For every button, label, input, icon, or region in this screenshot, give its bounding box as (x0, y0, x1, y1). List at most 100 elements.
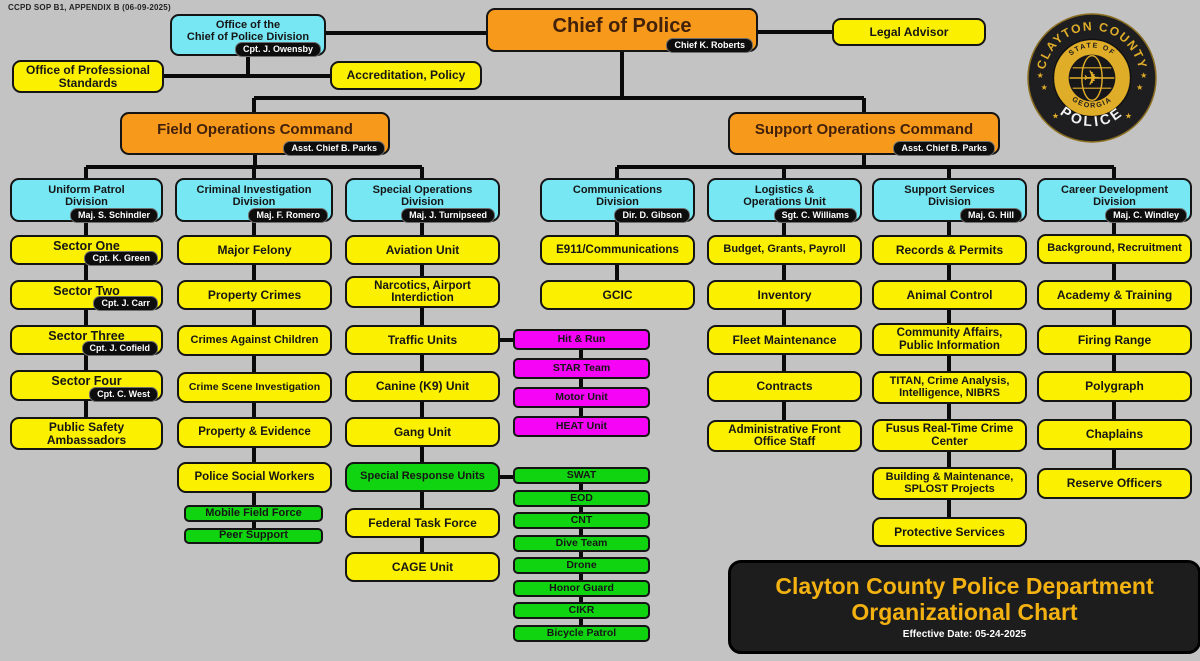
reserve-officers: Reserve Officers (1037, 468, 1192, 499)
peer-support: Peer Support (184, 528, 323, 544)
label-line: Motor Unit (555, 390, 608, 403)
criminal-investigation-division-badge: Maj. F. Romero (248, 207, 328, 223)
label-line: Special Operations (372, 183, 473, 196)
label-line: Center (931, 435, 968, 448)
honor-guard: Honor Guard (513, 580, 650, 597)
label-line: Drone (566, 558, 597, 571)
cage-unit: CAGE Unit (345, 552, 500, 582)
label-line: Special Response Units (360, 470, 485, 483)
chaplains: Chaplains (1037, 419, 1192, 450)
inventory: Inventory (707, 280, 862, 310)
label-line: Protective Services (894, 524, 1005, 539)
label-line: Public Safety (48, 419, 125, 434)
label-line: Intelligence, NIBRS (899, 386, 1000, 399)
label-line: Legal Advisor (869, 24, 949, 39)
label-line: Uniform Patrol (48, 183, 125, 196)
protective-services: Protective Services (872, 517, 1027, 547)
background-recruitment: Background, Recruitment (1037, 234, 1192, 264)
label-line: E911/Communications (556, 243, 679, 256)
sector-three-badge: Cpt. J. Cofield (81, 340, 158, 356)
label-line: Animal Control (906, 287, 993, 302)
svg-text:★: ★ (1136, 83, 1143, 92)
label-line: Office of Professional (25, 62, 151, 77)
titan-crime-analysis-intelligence-nibrs: TITAN, Crime Analysis,Intelligence, NIBR… (872, 371, 1027, 404)
crimes-against-children: Crimes Against Children (177, 325, 332, 356)
label-line: Division (232, 195, 276, 208)
chief-of-police-badge: Chief K. Roberts (666, 37, 753, 53)
label-line: Support Operations Command (754, 120, 974, 138)
label-line: Fusus Real-Time Crime (885, 423, 1014, 436)
chart-title-line1: Clayton County Police Department (775, 572, 1154, 599)
support-services-division-badge: Maj. G. Hill (959, 207, 1022, 223)
property-crimes: Property Crimes (177, 280, 332, 310)
label-line: SWAT (566, 468, 597, 481)
sector-one-badge: Cpt. K. Green (84, 250, 158, 266)
chart-title-box: Clayton County Police Department Organiz… (728, 560, 1200, 654)
police-social-workers: Police Social Workers (177, 462, 332, 493)
crime-scene-investigation: Crime Scene Investigation (177, 372, 332, 403)
svg-text:★: ★ (1037, 71, 1044, 80)
label-line: Accreditation, Policy (346, 68, 466, 83)
label-line: Operations Unit (743, 195, 826, 208)
gang-unit: Gang Unit (345, 417, 500, 447)
label-line: Division (928, 195, 971, 208)
label-line: Property & Evidence (198, 426, 311, 439)
label-line: Contracts (756, 379, 813, 394)
label-line: Chief of Police (552, 14, 692, 37)
mobile-field-force: Mobile Field Force (184, 505, 323, 522)
property-evidence: Property & Evidence (177, 417, 332, 448)
label-line: Public Information (899, 339, 1000, 352)
label-line: Communications (572, 183, 663, 196)
effective-date: Effective Date: 05-24-2025 (902, 629, 1027, 641)
label-line: GCIC (602, 287, 633, 302)
cnt: CNT (513, 512, 650, 529)
label-line: Narcotics, Airport (374, 279, 471, 292)
label-line: CIKR (568, 603, 595, 616)
federal-task-force: Federal Task Force (345, 508, 500, 538)
dive-team: Dive Team (513, 535, 650, 552)
label-line: Polygraph (1085, 379, 1144, 394)
gcic: GCIC (540, 280, 695, 310)
cikr: CIKR (513, 602, 650, 619)
uniform-patrol-division-badge: Maj. S. Schindler (69, 207, 158, 223)
aviation-unit: Aviation Unit (345, 235, 500, 265)
label-line: Canine (K9) Unit (375, 379, 470, 394)
label-line: Support Services (904, 183, 995, 196)
label-line: Crime Scene Investigation (188, 380, 321, 393)
star-team: STAR Team (513, 358, 650, 379)
label-line: Standards (58, 75, 118, 90)
special-response-units: Special Response Units (345, 462, 500, 492)
label-line: Background, Recruitment (1047, 242, 1182, 255)
e911-communications: E911/Communications (540, 235, 695, 265)
label-line: Office Staff (753, 436, 816, 448)
budget-grants-payroll: Budget, Grants, Payroll (707, 235, 862, 265)
label-line: Police Social Workers (194, 471, 315, 484)
label-line: EOD (570, 491, 593, 504)
label-line: Peer Support (218, 529, 289, 542)
label-line: Logistics & (754, 183, 815, 196)
firing-range: Firing Range (1037, 325, 1192, 355)
svg-text:★: ★ (1041, 83, 1048, 92)
canine-k9-unit: Canine (K9) Unit (345, 371, 500, 402)
label-line: Traffic Units (387, 332, 458, 347)
label-line: Mobile Field Force (205, 506, 302, 519)
svg-text:★: ★ (1125, 112, 1132, 121)
label-line: Chaplains (1085, 427, 1144, 442)
label-line: Fleet Maintenance (732, 332, 837, 347)
legal-advisor: Legal Advisor (832, 18, 986, 46)
label-line: Property Crimes (207, 287, 302, 302)
label-line: STAR Team (552, 361, 611, 374)
major-felony: Major Felony (177, 235, 332, 265)
logistics-operations-unit-badge: Sgt. C. Williams (773, 207, 857, 223)
